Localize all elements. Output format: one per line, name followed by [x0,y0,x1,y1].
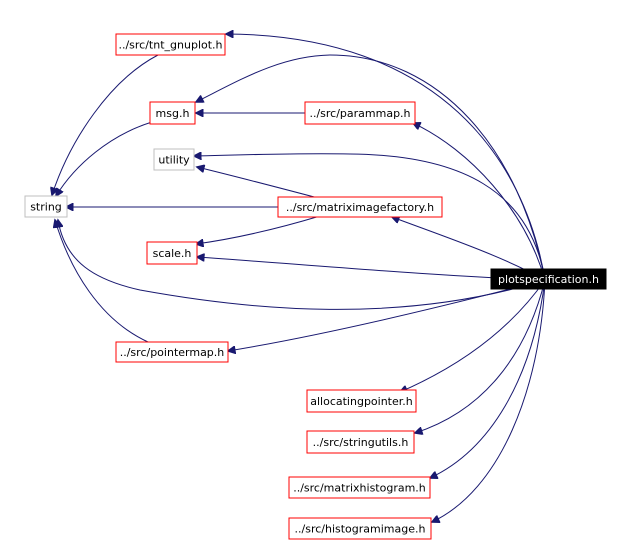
node-string-label: string [30,201,62,214]
edge-plotspecification-to-matrixhistogram [430,279,546,478]
node-matriximagefactory-box [277,196,443,218]
node-utility: utility [153,148,195,171]
node-plotspecification: plotspecification.h [490,268,607,290]
edge-msg-to-string [56,121,153,196]
node-utility-label: utility [158,154,190,167]
node-tnt-gnuplot-label: ../src/tnt_gnuplot.h [118,39,222,52]
node-matrixhistogram[interactable]: ../src/matrixhistogram.h [288,476,431,499]
node-allocatingpointer-box [306,389,417,413]
node-msg-box [149,101,196,125]
node-scale-box [146,241,198,265]
nodes-layer: ../src/tnt_gnuplot.h msg.h ../src/paramm… [24,33,607,540]
node-matrixhistogram-box [288,476,431,499]
node-scale-label: scale.h [153,247,192,260]
edge-matriximagefactory-to-utility [197,167,319,199]
edge-plotspecification-to-histogramimage [432,279,546,522]
node-histogramimage[interactable]: ../src/histogramimage.h [288,517,432,540]
node-histogramimage-box [288,517,432,540]
edge-plotspecification-to-utility [194,154,546,281]
edges-layer [52,34,546,522]
node-pointermap-box [115,341,229,363]
node-matriximagefactory-label: ../src/matriximagefactory.h [286,201,434,214]
edge-plotspecification-to-msg [196,54,546,281]
edge-plotspecification-to-string [58,220,546,310]
node-allocatingpointer-label: allocatingpointer.h [310,395,413,408]
node-matriximagefactory[interactable]: ../src/matriximagefactory.h [277,196,443,218]
node-histogramimage-label: ../src/histogramimage.h [295,523,426,536]
edge-plotspecification-to-parammap [413,123,546,281]
node-allocatingpointer[interactable]: allocatingpointer.h [306,389,417,413]
edge-plotspecification-to-tnt-gnuplot [226,34,546,281]
node-string: string [24,195,68,218]
node-msg-label: msg.h [156,107,190,120]
node-stringutils[interactable]: ../src/stringutils.h [306,430,415,454]
edge-tnt-gnuplot-to-string [52,54,159,195]
node-pointermap[interactable]: ../src/pointermap.h [115,341,229,363]
edge-plotspecification-to-allocatingpointer [400,279,546,392]
node-parammap[interactable]: ../src/parammap.h [304,101,416,125]
node-parammap-label: ../src/parammap.h [309,107,410,120]
node-scale[interactable]: scale.h [146,241,198,265]
node-matrixhistogram-label: ../src/matrixhistogram.h [293,482,426,495]
edge-matriximagefactory-to-scale [196,215,321,244]
node-tnt-gnuplot-box [115,33,226,56]
node-parammap-box [304,101,416,125]
node-plotspecification-label: plotspecification.h [498,273,599,286]
edge-pointermap-to-string [55,220,149,343]
node-stringutils-box [306,430,415,454]
node-plotspecification-box [490,268,607,290]
node-pointermap-label: ../src/pointermap.h [120,346,225,359]
node-stringutils-label: ../src/stringutils.h [313,436,409,449]
edge-plotspecification-to-stringutils [415,279,546,433]
edge-plotspecification-to-pointermap [228,279,546,351]
node-tnt-gnuplot[interactable]: ../src/tnt_gnuplot.h [115,33,226,56]
node-string-box [24,195,68,218]
node-utility-box [153,148,195,171]
node-msg[interactable]: msg.h [149,101,196,125]
